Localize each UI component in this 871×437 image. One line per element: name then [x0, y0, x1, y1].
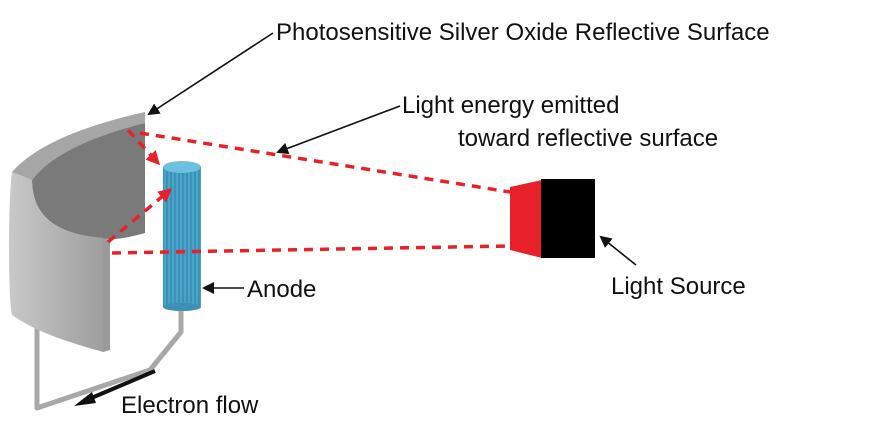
light-source-label: Light Source — [611, 273, 746, 300]
electron-flow-arrowhead — [74, 392, 96, 406]
beam-reflect-down — [126, 128, 161, 166]
light-energy-label-line2: toward reflective surface — [458, 125, 718, 152]
light-energy-pointer-arrow — [276, 105, 401, 155]
electron-flow-arrow — [81, 369, 156, 404]
light-source — [510, 179, 595, 258]
light-energy-label-line1: Light energy emitted — [402, 92, 619, 119]
beam-upper — [139, 131, 511, 194]
beam-reflect-up — [106, 188, 173, 244]
light-source-pointer-arrow — [599, 235, 637, 266]
surface-label: Photosensitive Silver Oxide Reflective S… — [276, 19, 770, 46]
anode-label: Anode — [247, 276, 316, 303]
cathode-surface — [9, 112, 145, 352]
surface-pointer-arrow — [147, 32, 274, 116]
beam-lower — [111, 244, 511, 255]
electron-flow-label: Electron flow — [121, 392, 259, 419]
anode — [163, 161, 201, 311]
